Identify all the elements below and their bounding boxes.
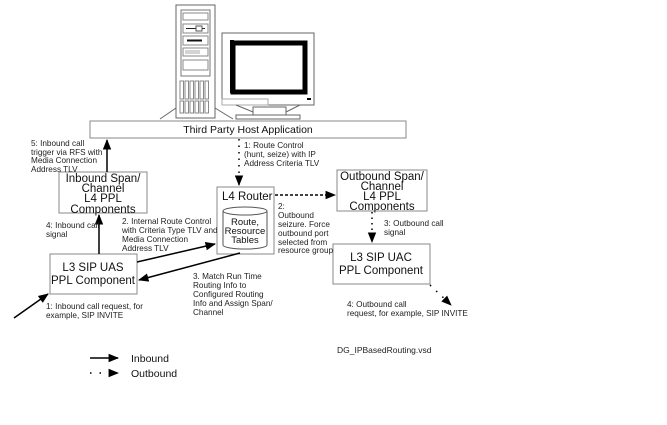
legend: Inbound Outbound bbox=[90, 353, 177, 380]
annotation-line: Configured Routing bbox=[193, 290, 264, 299]
l3-sip-uas-node: L3 SIP UAS PPL Component bbox=[49, 253, 138, 295]
annotation-inbound-4: 4: Inbound call signal bbox=[46, 221, 99, 239]
l3-sip-uac-line: L3 SIP UAC bbox=[350, 252, 412, 264]
outbound-span-line: Channel bbox=[361, 181, 404, 193]
outbound-span-line: L4 PPL bbox=[363, 191, 401, 203]
annotation-inbound-5: 5: Inbound call trigger via RFS with Med… bbox=[31, 139, 103, 174]
annotation-line: Address TLV bbox=[122, 244, 169, 253]
annotation-line: Media Connection bbox=[122, 235, 188, 244]
annotation-line: (hunt, seize) with IP bbox=[244, 150, 316, 159]
annotation-line: request, for example, SIP INVITE bbox=[347, 309, 468, 318]
outbound-span-node: Outbound Span/ Channel L4 PPL Components bbox=[336, 169, 428, 213]
inbound-span-line: L4 PPL bbox=[84, 193, 122, 205]
l4-router-node: L4 Router Route, Resource Tables bbox=[216, 186, 275, 255]
inbound-arrow-3 bbox=[137, 252, 241, 282]
inbound-arrow-1 bbox=[13, 293, 49, 319]
annotation-outbound-4: 4: Outbound call request, for example, S… bbox=[347, 300, 468, 318]
annotation-line: with Criteria Type TLV and bbox=[121, 226, 218, 235]
router-table-line: Tables bbox=[231, 235, 259, 246]
router-table-line: Route, bbox=[231, 217, 259, 228]
annotation-line: Address Criteria TLV bbox=[244, 159, 320, 168]
l3-sip-uac-node: L3 SIP UAC PPL Component bbox=[332, 243, 431, 285]
annotation-line: 2. Internal Route Control bbox=[122, 217, 211, 226]
annotation-line: Media Connection bbox=[31, 156, 97, 165]
inbound-span-line: Components bbox=[70, 204, 135, 216]
inbound-span-line: Inbound Span/ bbox=[66, 173, 142, 185]
database-cylinder-icon bbox=[222, 206, 268, 250]
annotation-line: 4: Outbound call bbox=[347, 300, 407, 309]
inbound-span-line: Channel bbox=[82, 183, 125, 195]
l4-router-title: L4 Router bbox=[222, 191, 273, 203]
l3-sip-uas-line: PPL Component bbox=[51, 275, 136, 287]
annotation-line: Info and Assign Span/ bbox=[193, 299, 273, 308]
annotation-line: signal bbox=[384, 228, 406, 237]
annotation-internal-route-2: 2. Internal Route Control with Criteria … bbox=[121, 217, 218, 253]
annotation-line: example, SIP INVITE bbox=[46, 311, 124, 320]
annotation-line: resource group bbox=[278, 246, 334, 255]
annotation-line: 4: Inbound call bbox=[46, 221, 99, 230]
inbound-arrow-2 bbox=[136, 242, 217, 263]
inbound-span-node: Inbound Span/ Channel L4 PPL Components bbox=[58, 171, 148, 216]
annotation-line: selected from bbox=[278, 238, 327, 247]
annotation-line: trigger via RFS with bbox=[31, 148, 103, 157]
l3-sip-uas-line: L3 SIP UAS bbox=[62, 262, 123, 274]
annotation-line: Outbound bbox=[278, 211, 314, 220]
annotation-line: 3: Outbound call bbox=[384, 219, 444, 228]
outbound-arrow-4 bbox=[429, 284, 452, 306]
host-application-label: Third Party Host Application bbox=[183, 124, 313, 136]
annotation-line: 5: Inbound call bbox=[31, 139, 84, 148]
legend-outbound-label: Outbound bbox=[131, 368, 177, 380]
annotation-inbound-1: 1: Inbound call request, for example, SI… bbox=[46, 302, 143, 320]
host-application-bar: Third Party Host Application bbox=[89, 120, 407, 139]
outbound-span-line: Outbound Span/ bbox=[340, 171, 425, 183]
annotation-line: 3. Match Run Time bbox=[193, 272, 262, 281]
annotation-line: 1: Route Control bbox=[244, 141, 304, 150]
annotation-line: Address TLV bbox=[31, 165, 78, 174]
filename-label: DG_IPBasedRouting.vsd bbox=[337, 345, 432, 355]
annotation-line: Channel bbox=[193, 308, 224, 317]
tower-computer-icon bbox=[159, 4, 234, 120]
router-table-line: Resource bbox=[225, 226, 266, 237]
annotation-route-control-1: 1: Route Control (hunt, seize) with IP A… bbox=[244, 141, 320, 168]
annotation-match-3: 3. Match Run Time Routing Info to Config… bbox=[193, 272, 273, 317]
annotation-outbound-seizure-2: 2: Outbound seizure. Force outbound port… bbox=[278, 202, 334, 255]
legend-inbound-label: Inbound bbox=[131, 353, 169, 365]
crt-monitor-icon bbox=[221, 32, 315, 120]
annotation-line: Routing Info to bbox=[193, 281, 247, 290]
annotation-line: outbound port bbox=[278, 229, 329, 238]
annotation-outbound-3: 3: Outbound call signal bbox=[384, 219, 444, 237]
annotation-line: seizure. Force bbox=[278, 220, 330, 229]
annotation-line: signal bbox=[46, 230, 68, 239]
outbound-span-line: Components bbox=[349, 201, 414, 213]
annotation-line: 2: bbox=[278, 202, 285, 211]
l3-sip-uac-line: PPL Component bbox=[339, 265, 424, 277]
annotation-line: 1: Inbound call request, for bbox=[46, 302, 143, 311]
